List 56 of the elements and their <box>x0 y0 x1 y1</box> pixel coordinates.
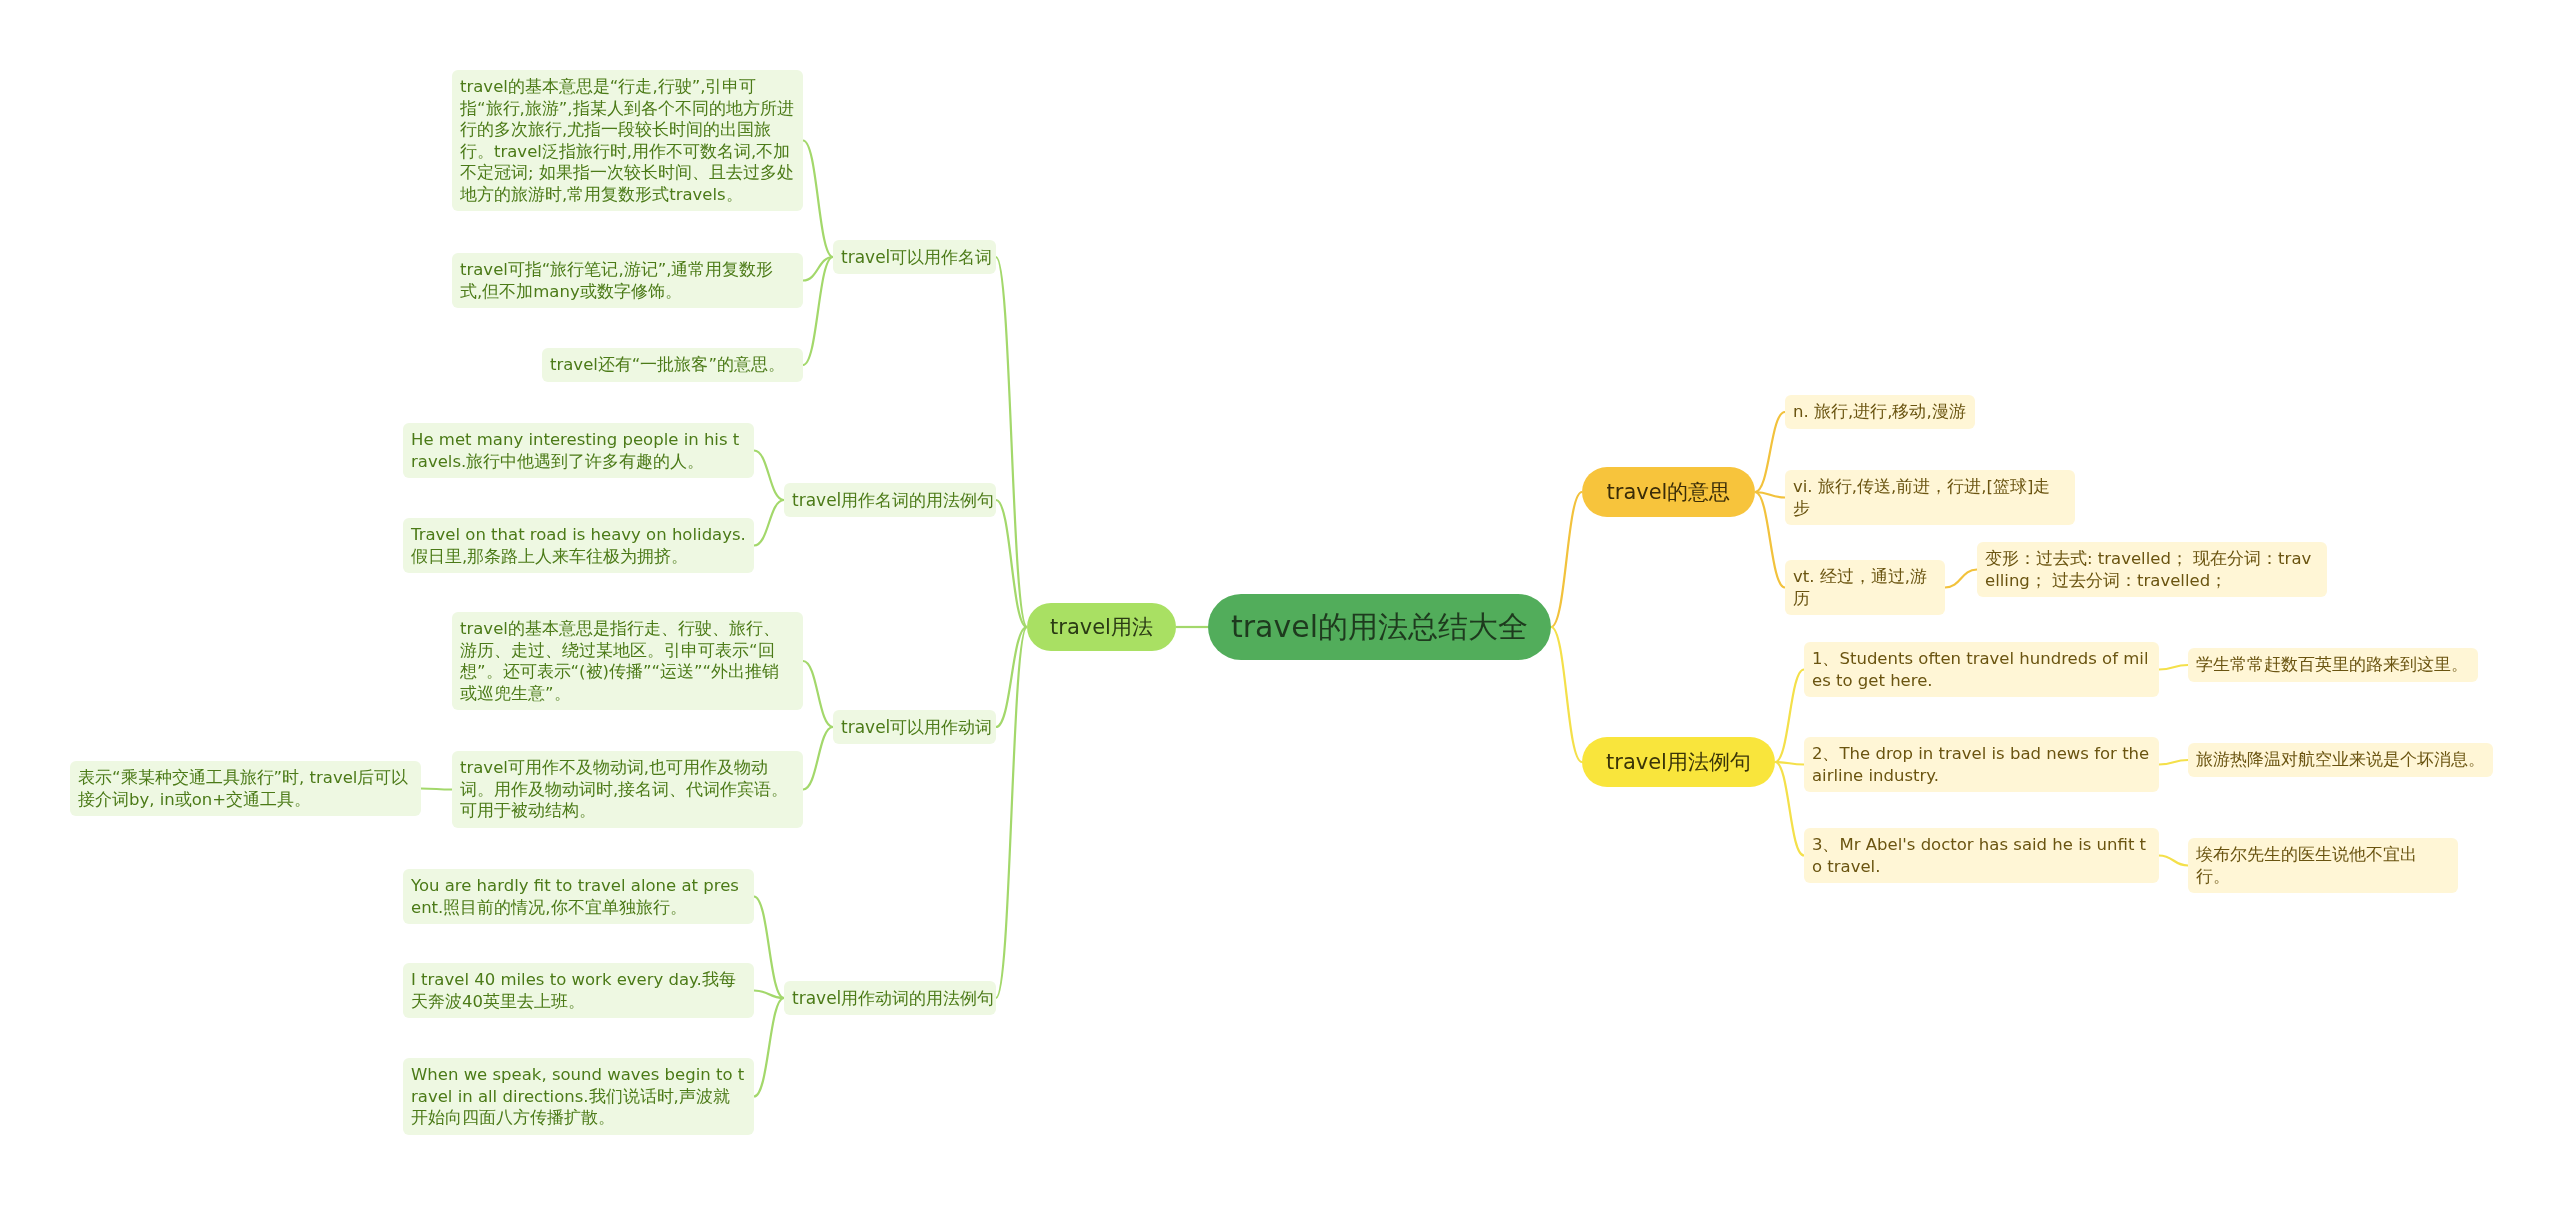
note-text: He met many interesting people in his travels.旅行中他遇到了许多有趣的人。 <box>403 423 754 478</box>
connector-line <box>2158 854 2189 867</box>
note-text: 变形：过去式: travelled； 现在分词：travelling； 过去分词：travelled； <box>1977 542 2327 597</box>
connector-line <box>802 256 834 366</box>
connector-line <box>1550 491 1583 628</box>
subtopic: travel可以用作动词 <box>833 710 996 744</box>
connector-line <box>802 255 834 282</box>
note-text: When we speak, sound waves begin to travel in all directions.我们说话时,声波就开始向四面八方传播扩散。 <box>403 1058 754 1135</box>
connector-line <box>1944 568 1978 589</box>
connector-line <box>802 659 834 729</box>
note-text: travel还有“一批旅客”的意思。 <box>542 348 803 382</box>
connector-line <box>995 256 1028 628</box>
subtopic: travel用作动词的用法例句 <box>784 981 996 1015</box>
note-text: n. 旅行,进行,移动,漫游 <box>1785 395 1975 429</box>
branch-topic: travel用法 <box>1027 603 1176 651</box>
note-text: Travel on that road is heavy on holidays.假日里,那条路上人来车往极为拥挤。 <box>403 518 754 573</box>
connector-line <box>753 989 785 1000</box>
note-text: 表示“乘某种交通工具旅行”时, travel后可以接介词by, in或on+交通工具。 <box>70 761 421 816</box>
connector-line <box>1775 760 1804 766</box>
connector-line <box>1754 491 1786 589</box>
note-text: 埃布尔先生的医生说他不宜出行。 <box>2188 838 2458 893</box>
connector-line <box>995 626 1028 999</box>
note-text: 1、Students often travel hundreds of miles to get here. <box>1804 642 2159 697</box>
note-text: vi. 旅行,传送,前进，行进,[篮球]走步 <box>1785 470 2075 525</box>
connector-line <box>1550 626 1583 763</box>
note-text: 旅游热降温对航空业来说是个坏消息。 <box>2188 743 2493 777</box>
connector-line <box>802 725 834 791</box>
note-text: travel的基本意思是指行走、行驶、旅行、游历、走过、绕过某地区。引申可表示“回想”。还可表示“(被)传播”“运送”“外出推销或巡兜生意”。 <box>452 612 803 710</box>
subtopic: travel用作名词的用法例句 <box>784 483 996 517</box>
branch-topic: travel用法例句 <box>1582 737 1775 787</box>
connector-line <box>753 997 785 1098</box>
subtopic: travel可以用作名词 <box>833 240 996 274</box>
note-text: 学生常常赶数百英里的路来到这里。 <box>2188 648 2478 682</box>
connector-line <box>753 449 785 502</box>
branch-topic: travel的意思 <box>1582 467 1755 517</box>
note-text: travel的基本意思是“行走,行驶”,引申可指“旅行,旅游”,指某人到各个不同的地方所进行的多次旅行,尤指一段较长时间的出国旅行。travel泛指旅行时,用作不可数名词,不加不定冠词; 如果指一次较长时间、且去过多处地方的旅游时,常用复数形式travels。 <box>452 70 803 211</box>
connector-line <box>421 787 452 791</box>
connector-line <box>1774 668 1805 763</box>
note-text: I travel 40 miles to work every day.我每天奔波40英里去上班。 <box>403 963 754 1018</box>
connector-line <box>1176 625 1208 629</box>
note-text: vt. 经过，通过,游历 <box>1785 560 1945 615</box>
note-text: You are hardly fit to travel alone at present.照目前的情况,你不宜单独旅行。 <box>403 869 754 924</box>
connector-line <box>995 626 1028 728</box>
connector-line <box>753 498 785 547</box>
connector-line <box>1774 761 1805 857</box>
note-text: 2、The drop in travel is bad news for the airline industry. <box>1804 737 2159 792</box>
connector-line <box>753 895 785 999</box>
note-text: travel可用作不及物动词,也可用作及物动词。用作及物动词时,接名词、代词作宾语。可用于被动结构。 <box>452 751 803 828</box>
connector-line <box>2158 663 2189 671</box>
connector-line <box>2158 758 2189 766</box>
note-text: 3、Mr Abel's doctor has said he is unfit to travel. <box>1804 828 2159 883</box>
connector-line <box>995 499 1028 628</box>
connector-line <box>1754 411 1786 493</box>
root-topic: travel的用法总结大全 <box>1208 594 1551 660</box>
connector-line <box>802 139 834 258</box>
note-text: travel可指“旅行笔记,游记”,通常用复数形式,但不加many或数字修饰。 <box>452 253 803 308</box>
